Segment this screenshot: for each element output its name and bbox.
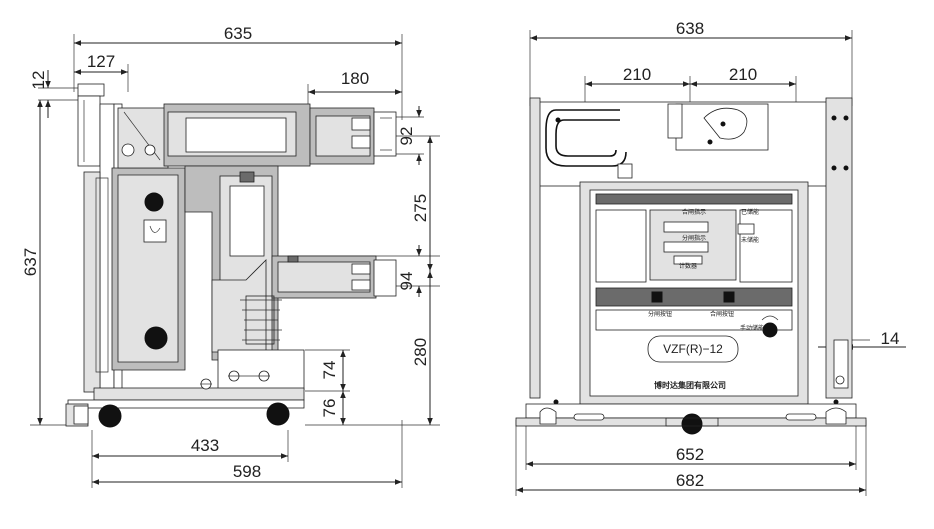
side-bracket — [553, 339, 849, 405]
side-view: 635 127 12 180 92 275 94 280 637 74 76 4… — [21, 24, 440, 488]
company-label: 博时达集团有限公司 — [654, 380, 726, 390]
dim-280: 280 — [411, 338, 430, 366]
dim-637: 637 — [21, 248, 40, 276]
dim-76: 76 — [320, 399, 339, 418]
not-stored-label: 未储能 — [741, 236, 759, 244]
base-rail — [515, 403, 867, 435]
side-knob-upper — [144, 192, 164, 212]
front-view: 638 210 210 14 652 682 — [515, 19, 906, 496]
dim-14: 14 — [881, 329, 900, 348]
wheel-rear — [266, 402, 290, 426]
close-indicator-label: 合闸指示 — [682, 208, 706, 216]
pole-column — [184, 165, 279, 361]
control-panel — [579, 181, 809, 405]
dim-210-right: 210 — [729, 65, 757, 84]
hook-symbol — [143, 219, 167, 243]
stored-label: 已储能 — [741, 208, 759, 216]
dim-180: 180 — [341, 69, 369, 88]
close-button-label: 合闸按钮 — [710, 310, 734, 318]
dim-682: 682 — [676, 471, 704, 490]
open-indicator-label: 分闸指示 — [682, 234, 706, 242]
dim-12: 12 — [29, 71, 48, 90]
base-lock — [73, 405, 89, 425]
dim-433: 433 — [191, 436, 219, 455]
dim-275: 275 — [411, 194, 430, 222]
dim-638: 638 — [676, 19, 704, 38]
manual-charge-label: 手动储能 — [740, 324, 764, 332]
side-view-dimension-lines — [37, 40, 433, 485]
top-housing — [529, 97, 853, 399]
side-knob-lower — [144, 326, 168, 350]
upper-contact-arm — [163, 103, 397, 167]
dim-92: 92 — [397, 127, 416, 146]
dim-127: 127 — [87, 52, 115, 71]
front-handle — [77, 83, 105, 167]
dim-74: 74 — [320, 361, 339, 380]
dim-94: 94 — [397, 272, 416, 291]
dim-635: 635 — [224, 24, 252, 43]
dim-598: 598 — [233, 462, 261, 481]
dim-210-left: 210 — [623, 65, 651, 84]
dim-652: 652 — [676, 445, 704, 464]
counter-label: 计数器 — [679, 262, 697, 270]
model-label: VZF(R)−12 — [663, 342, 723, 356]
open-button-label: 分闸按钮 — [648, 310, 672, 318]
hook-icon — [149, 225, 161, 233]
front-view-dimension-lines — [516, 35, 906, 493]
lower-contact-arm — [271, 255, 397, 299]
wheel-front — [98, 404, 122, 428]
insulator-sheds — [240, 295, 282, 345]
